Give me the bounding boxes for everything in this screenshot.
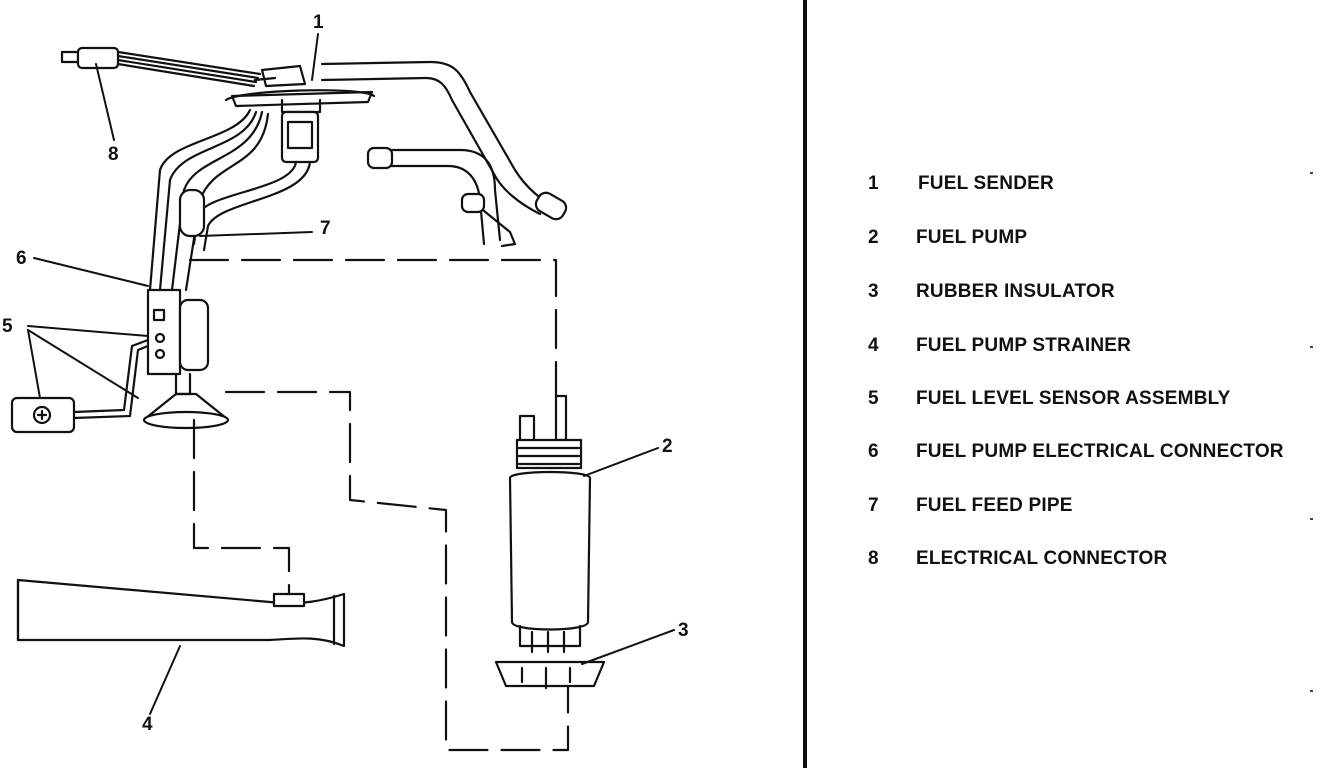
fuel-level-sensor-5 xyxy=(10,338,150,434)
connector-block-6 xyxy=(146,288,210,396)
legend-label: FUEL PUMP xyxy=(916,227,1028,248)
callout-7: 7 xyxy=(320,218,331,239)
legend-number: 1 xyxy=(868,173,879,194)
scan-speck xyxy=(1310,690,1313,692)
legend-number: 3 xyxy=(868,281,879,302)
legend-number: 8 xyxy=(868,548,879,569)
fuel-pump-strainer-4 xyxy=(16,578,346,648)
legend-label: FUEL PUMP STRAINER xyxy=(916,335,1132,356)
legend-number: 5 xyxy=(868,388,879,409)
legend-label: FUEL FEED PIPE xyxy=(916,495,1073,516)
fuel-pump-2 xyxy=(508,394,592,654)
legend-label: RUBBER INSULATOR xyxy=(916,281,1115,302)
callout-6: 6 xyxy=(16,248,27,269)
scan-speck xyxy=(1310,518,1313,520)
panel-divider xyxy=(803,0,807,768)
reservoir-funnel xyxy=(142,392,230,430)
pump-harness xyxy=(148,108,312,292)
fuel-sender-exploded-diagram: 1 8 7 6 5 2 3 4 xyxy=(2,12,689,752)
callout-1: 1 xyxy=(313,12,324,33)
scan-speck xyxy=(1310,346,1313,348)
return-pipes xyxy=(320,60,568,248)
legend-number: 7 xyxy=(868,495,879,516)
legend-label: FUEL PUMP ELECTRICAL CONNECTOR xyxy=(916,441,1284,462)
legend-label: ELECTRICAL CONNECTOR xyxy=(916,548,1168,569)
assembly-guide-lines xyxy=(188,258,570,752)
legend-number: 2 xyxy=(868,227,879,248)
electrical-connector-8 xyxy=(60,46,262,88)
rubber-insulator-3 xyxy=(494,660,606,690)
callout-5: 5 xyxy=(2,316,13,337)
callout-4: 4 xyxy=(142,714,153,735)
callout-leaders xyxy=(27,33,675,715)
callout-2: 2 xyxy=(662,436,673,457)
scan-speck xyxy=(1310,172,1313,174)
callout-8: 8 xyxy=(108,144,119,165)
callout-3: 3 xyxy=(678,620,689,641)
sender-flange xyxy=(224,64,376,164)
legend-number: 4 xyxy=(868,335,879,356)
legend-label: FUEL LEVEL SENSOR ASSEMBLY xyxy=(916,388,1231,409)
legend-number: 6 xyxy=(868,441,879,462)
legend-label: FUEL SENDER xyxy=(918,173,1054,194)
